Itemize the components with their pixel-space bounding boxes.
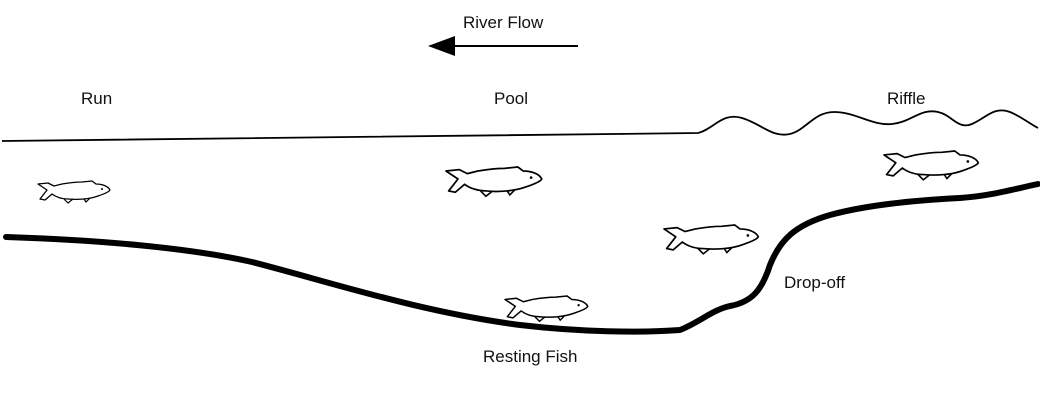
drop-off-label: Drop-off	[784, 273, 846, 292]
run-label: Run	[81, 89, 113, 108]
river-flow-label: River Flow	[463, 13, 544, 32]
fish-riffle-icon	[883, 150, 980, 181]
river-bed	[3, 181, 1040, 335]
river-flow-arrow	[428, 36, 578, 56]
riffle-label: Riffle	[887, 89, 926, 108]
fish-run-icon	[37, 180, 111, 204]
fish-group	[37, 150, 980, 323]
fish-drop-off-icon	[663, 224, 760, 255]
fish-resting-icon	[504, 295, 589, 323]
resting-fish-label: Resting Fish	[483, 347, 578, 366]
water-surface	[1, 109, 1039, 142]
pool-label: Pool	[494, 89, 529, 108]
fish-pool-icon	[445, 166, 543, 198]
